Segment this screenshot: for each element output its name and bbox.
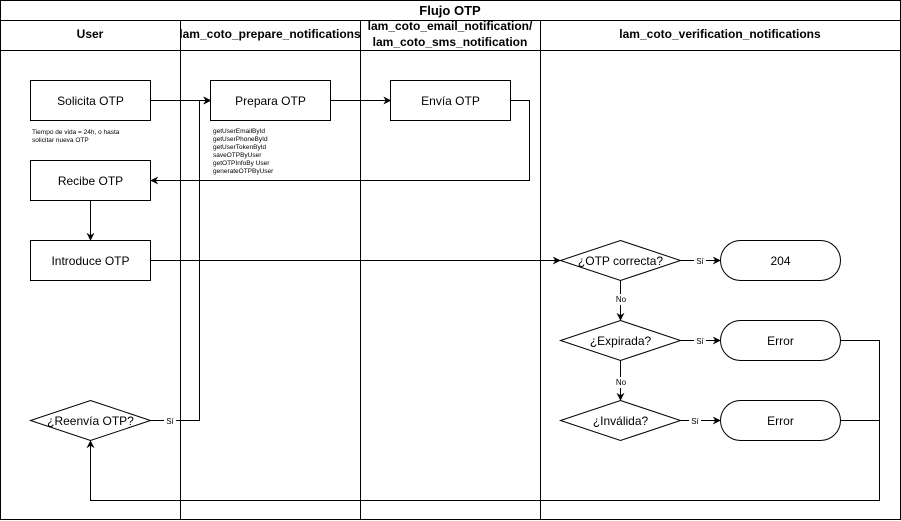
edge-error1-reenvia bbox=[86, 340, 880, 501]
diagram-title: Flujo OTP bbox=[419, 3, 481, 18]
decision-otp-correcta: ¿OTP correcta? bbox=[558, 239, 683, 282]
edge-envia-recibe bbox=[150, 100, 530, 185]
terminator-204: 204 bbox=[720, 240, 841, 281]
note-function-2: getUserPhoneById bbox=[213, 136, 268, 143]
label-bg-si-reenvia bbox=[164, 415, 176, 426]
terminator-error-invalida: Error bbox=[720, 400, 841, 441]
label-bg-si-invalida bbox=[689, 415, 701, 426]
lane-header-email-line1: lam_coto_email_notification/ bbox=[368, 19, 533, 33]
node-solicita-otp: Solicita OTP bbox=[30, 80, 151, 121]
label-bg-no-correcta bbox=[613, 294, 629, 305]
node-solicita-otp-label: Solicita OTP bbox=[57, 94, 124, 108]
label-bg-si-correcta bbox=[694, 255, 706, 266]
decision-reenvia-otp-label: ¿Reenvía OTP? bbox=[47, 414, 134, 428]
terminator-error-invalida-label: Error bbox=[767, 414, 794, 428]
edge-label-si-correcta: Sí bbox=[696, 257, 704, 266]
note-function-5: getOTPInfoBy User bbox=[213, 160, 270, 167]
node-recibe-otp: Recibe OTP bbox=[30, 160, 151, 201]
decision-expirada-label: ¿Expirada? bbox=[590, 334, 652, 348]
node-envia-otp: Envía OTP bbox=[390, 80, 511, 121]
note-function-6: generateOTPByUser bbox=[213, 168, 274, 175]
terminator-error-expirada: Error bbox=[720, 320, 841, 361]
node-prepara-otp-label: Prepara OTP bbox=[235, 94, 306, 108]
note-function-1: getUserEmailById bbox=[213, 128, 265, 135]
terminator-204-label: 204 bbox=[770, 254, 790, 268]
decision-expirada: ¿Expirada? bbox=[558, 319, 683, 362]
edge-label-si-reenvia: Sí bbox=[166, 417, 174, 426]
note-function-4: saveOTPByUser bbox=[213, 152, 262, 159]
edge-label-no-correcta: No bbox=[616, 295, 627, 304]
decision-invalida: ¿Inválida? bbox=[558, 399, 683, 442]
decision-invalida-label: ¿Inválida? bbox=[593, 414, 649, 428]
edge-label-si-invalida: Sí bbox=[691, 417, 699, 426]
lane-header-user: User bbox=[77, 27, 104, 41]
note-ttl-line-2: solicitar nueva OTP bbox=[32, 137, 89, 144]
label-bg-si-expirada bbox=[694, 335, 706, 346]
note-function-3: getUserTokenById bbox=[213, 144, 266, 151]
node-envia-otp-label: Envía OTP bbox=[421, 94, 480, 108]
node-introduce-otp: Introduce OTP bbox=[30, 240, 151, 281]
lane-header-verification: lam_coto_verification_notifications bbox=[619, 27, 821, 41]
note-ttl-line-1: Tiempo de vida = 24h, o hasta bbox=[32, 129, 120, 136]
decision-reenvia-otp: ¿Reenvía OTP? bbox=[28, 399, 153, 442]
lane-header-prepare: lam_coto_prepare_notifications bbox=[179, 27, 361, 41]
decision-otp-correcta-label: ¿OTP correcta? bbox=[578, 254, 663, 268]
lane-header-email-line2: lam_coto_sms_notification bbox=[373, 35, 528, 49]
node-recibe-otp-label: Recibe OTP bbox=[58, 174, 123, 188]
terminator-error-expirada-label: Error bbox=[767, 334, 794, 348]
label-bg-no-expirada bbox=[613, 377, 629, 388]
edge-label-no-expirada: No bbox=[616, 378, 627, 387]
note-functions: getUserEmailById getUserPhoneById getUse… bbox=[213, 128, 274, 175]
node-prepara-otp: Prepara OTP bbox=[210, 80, 331, 121]
edge-label-si-expirada: Sí bbox=[696, 337, 704, 346]
note-ttl: Tiempo de vida = 24h, o hasta solicitar … bbox=[32, 129, 120, 144]
node-introduce-otp-label: Introduce OTP bbox=[51, 254, 129, 268]
